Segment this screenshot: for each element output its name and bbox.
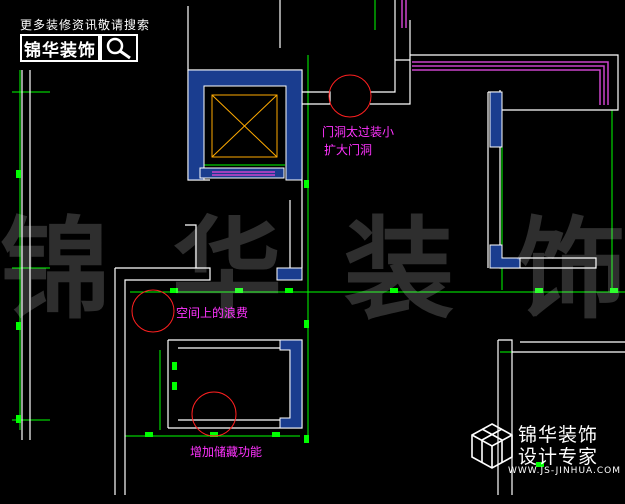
note-enlarge-door: 扩大门洞	[324, 143, 373, 157]
search-icon	[106, 37, 131, 60]
cube-logo-icon	[471, 423, 513, 469]
note-add-storage: 增加储藏功能	[190, 445, 263, 459]
search-button[interactable]	[100, 34, 138, 62]
footer-url[interactable]: WWW.JS-JINHUA.COM	[508, 466, 622, 476]
note-door-too-small: 门洞太过装小	[322, 125, 395, 139]
note-space-waste: 空间上的浪费	[176, 306, 249, 320]
annotation-circles	[131, 74, 372, 437]
brand-search-label[interactable]: 锦华装饰	[20, 34, 100, 62]
pipes	[212, 0, 609, 176]
watermark-text: 锦华装饰	[0, 205, 625, 334]
search-tagline: 更多装修资讯敬请搜索	[20, 18, 151, 32]
wall-fills	[187, 69, 521, 429]
footer-brand-name: 锦华装饰	[518, 424, 599, 446]
dimension-ticks	[16, 170, 618, 467]
footer-subtitle: 设计专家	[518, 446, 599, 468]
elevator-shaft	[211, 94, 278, 158]
